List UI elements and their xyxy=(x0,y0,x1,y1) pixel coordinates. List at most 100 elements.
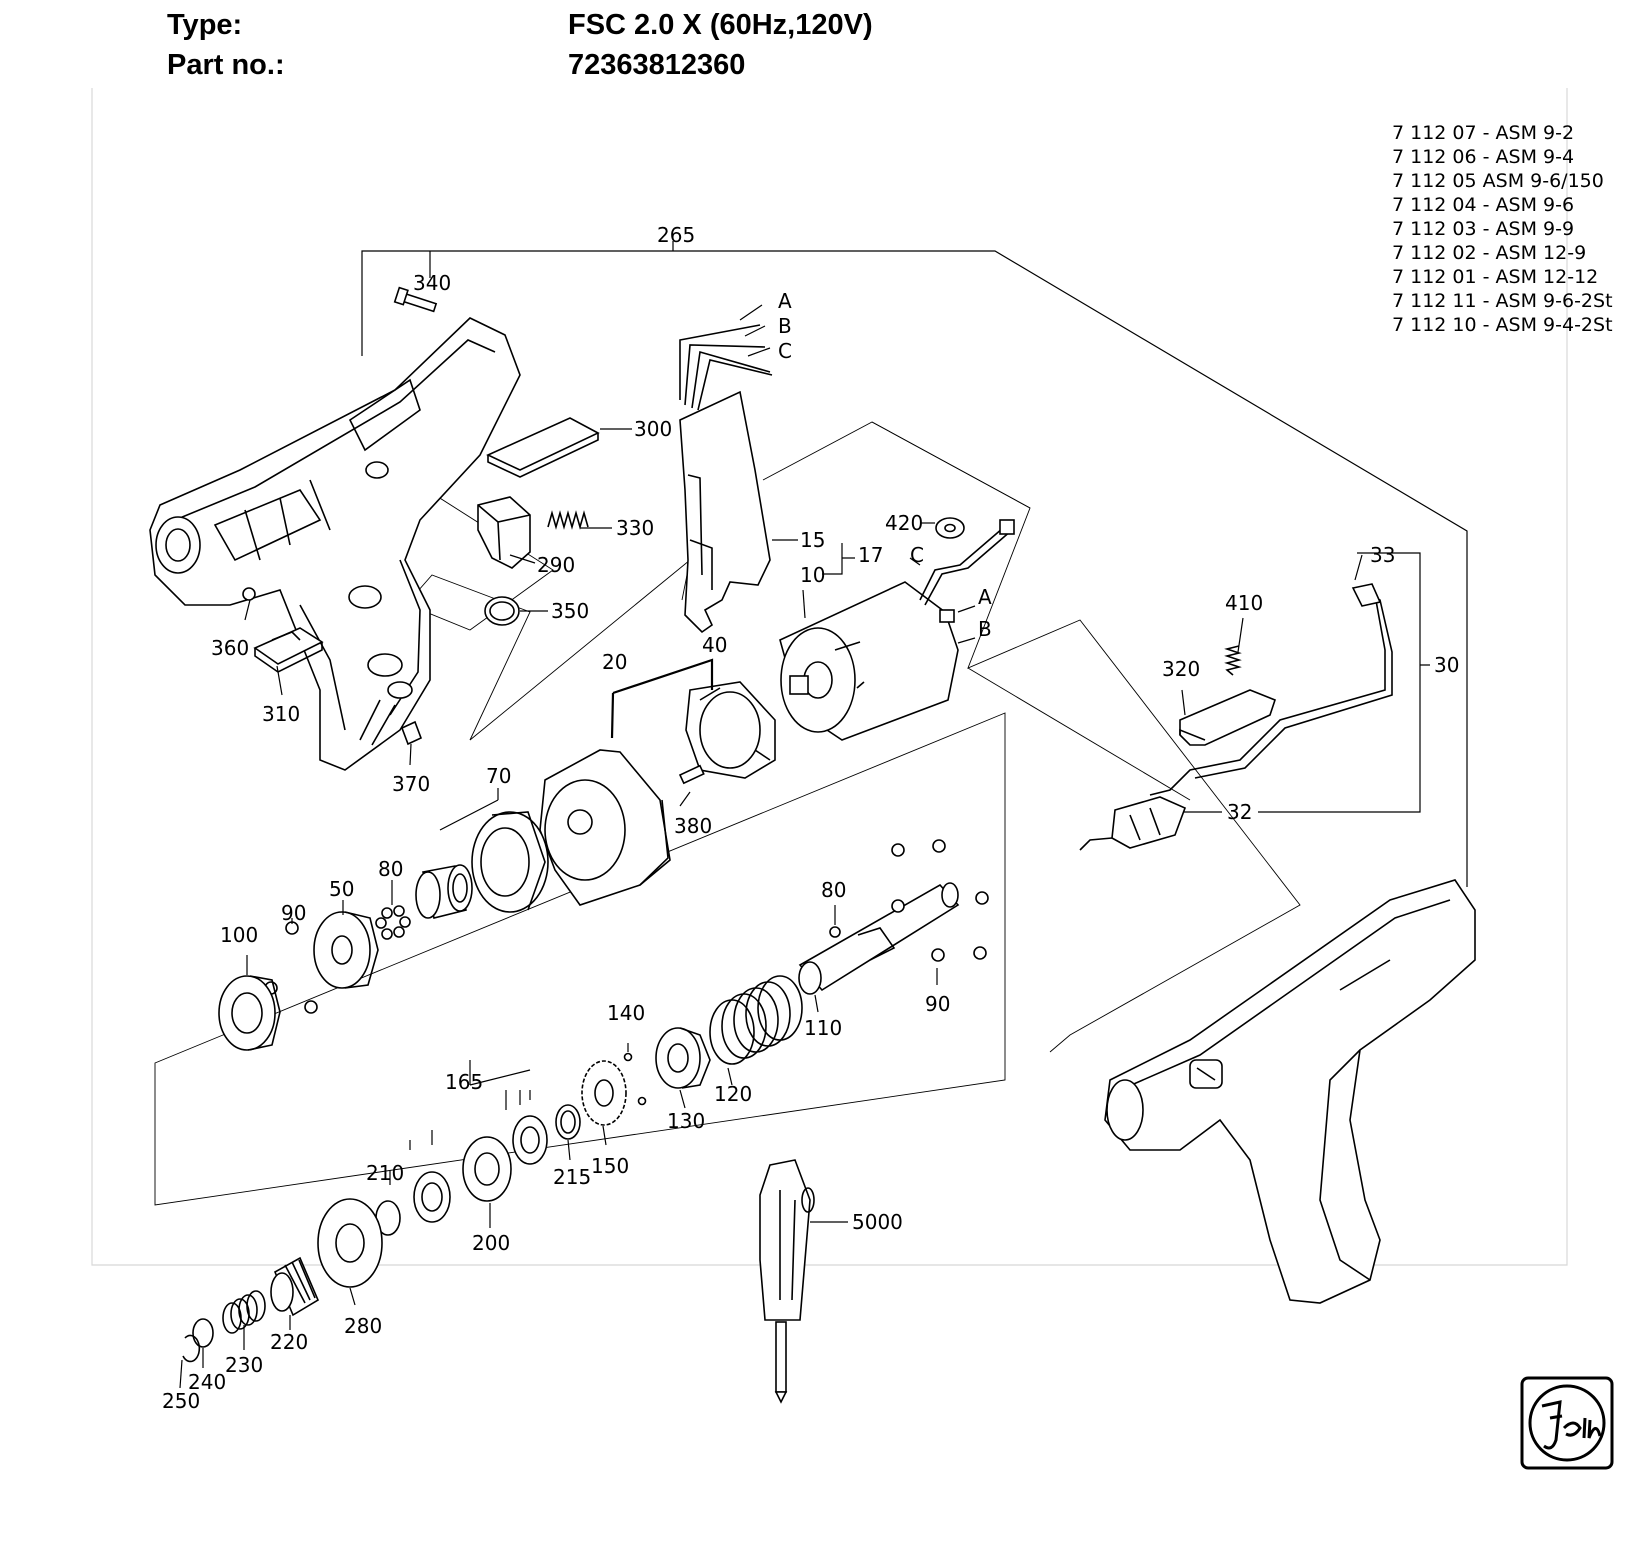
screwdriver-5000 xyxy=(759,1159,815,1404)
part-100 xyxy=(218,975,281,1051)
callout-leaders xyxy=(179,304,1430,1389)
callout-360: 360 xyxy=(211,636,249,660)
screw-380 xyxy=(678,764,705,785)
callout-340: 340 xyxy=(413,271,451,295)
callout-215: 215 xyxy=(553,1165,591,1189)
switch-290 xyxy=(477,496,531,569)
asm-list-item: 7 112 06 - ASM 9-4 xyxy=(1392,146,1574,168)
gear-housing-20 xyxy=(539,749,671,906)
callout-140: 140 xyxy=(607,1001,645,1025)
bracket-265 xyxy=(361,250,1468,887)
ring-240 xyxy=(192,1318,214,1348)
callout-330: 330 xyxy=(616,516,654,540)
callout-90: 90 xyxy=(281,901,306,925)
assembly-165 xyxy=(375,1115,548,1236)
callout-320: 320 xyxy=(1162,657,1200,681)
callout-B-motor: B xyxy=(978,617,992,641)
callout-120: 120 xyxy=(714,1082,752,1106)
planet-carrier-50 xyxy=(313,911,379,989)
callout-5000: 5000 xyxy=(852,1210,903,1234)
callout-380: 380 xyxy=(674,814,712,838)
housing-half-left xyxy=(149,317,521,771)
needle-bearing xyxy=(415,864,473,919)
callout-130: 130 xyxy=(667,1109,705,1133)
spindle-110 xyxy=(798,882,960,995)
callout-370: 370 xyxy=(392,772,430,796)
cam-130 xyxy=(655,1027,711,1089)
washer-420 xyxy=(935,517,1015,539)
motor-10 xyxy=(779,521,1013,741)
callout-280: 280 xyxy=(344,1314,382,1338)
ring-350 xyxy=(484,596,520,626)
callout-250: 250 xyxy=(162,1389,200,1413)
asm-list-item: 7 112 04 - ASM 9-6 xyxy=(1392,194,1574,216)
leader xyxy=(469,1069,531,1086)
callout-300: 300 xyxy=(634,417,672,441)
callout-C: C xyxy=(778,339,792,363)
callout-80-right: 80 xyxy=(821,878,846,902)
callout-17: 17 xyxy=(858,543,883,567)
callout-30: 30 xyxy=(1434,653,1459,677)
callout-240: 240 xyxy=(188,1370,226,1394)
washer-280 xyxy=(317,1198,383,1288)
callout-210: 210 xyxy=(366,1161,404,1185)
callout-A: A xyxy=(778,289,792,313)
switch-assembly-30 xyxy=(1079,583,1393,851)
callout-70: 70 xyxy=(486,764,511,788)
ball-140 xyxy=(623,1052,633,1062)
type-label: Type: xyxy=(167,9,243,41)
type-value: FSC 2.0 X (60Hz,120V) xyxy=(568,9,873,41)
callout-420: 420 xyxy=(885,511,923,535)
housing-half-right xyxy=(1104,879,1476,1304)
callout-310: 310 xyxy=(262,702,300,726)
asm-list-item: 7 112 10 - ASM 9-4-2St xyxy=(1392,314,1613,336)
screw-360 xyxy=(242,587,256,601)
callout-15: 15 xyxy=(800,528,825,552)
callout-40: 40 xyxy=(702,633,727,657)
plate-300 xyxy=(486,417,600,478)
callout-B: B xyxy=(778,314,792,338)
leader xyxy=(409,1060,531,1150)
callout-100: 100 xyxy=(220,923,258,947)
callout-A-motor: A xyxy=(978,585,992,609)
callout-290: 290 xyxy=(537,553,575,577)
callout-220: 220 xyxy=(270,1330,308,1354)
gear-150 xyxy=(581,1060,627,1126)
drawing-frame xyxy=(91,88,1568,1266)
sleeve-220 xyxy=(270,1256,320,1317)
asm-list-item: 7 112 05 ASM 9-6/150 xyxy=(1392,170,1604,192)
spring-120 xyxy=(709,975,803,1065)
part-number-value: 72363812360 xyxy=(568,49,746,81)
callout-200: 200 xyxy=(472,1231,510,1255)
circuit-board-15 xyxy=(679,324,773,634)
callout-110: 110 xyxy=(804,1016,842,1040)
asm-list-item: 7 112 07 - ASM 9-2 xyxy=(1392,122,1574,144)
asm-list-item: 7 112 03 - ASM 9-9 xyxy=(1392,218,1574,240)
spring-410 xyxy=(1224,645,1242,676)
callout-labels: 265 340 A B C 300 330 290 350 360 310 37… xyxy=(162,223,1459,1413)
asm-list-item: 7 112 02 - ASM 12-9 xyxy=(1392,242,1586,264)
callout-80: 80 xyxy=(378,857,403,881)
callout-265: 265 xyxy=(657,223,695,247)
assembly-list: 7 112 07 - ASM 9-2 7 112 06 - ASM 9-4 7 … xyxy=(1392,122,1613,336)
callout-10: 10 xyxy=(800,563,825,587)
callout-350: 350 xyxy=(551,599,589,623)
callout-410: 410 xyxy=(1225,591,1263,615)
ring-215 xyxy=(555,1104,581,1140)
spring-330 xyxy=(547,510,589,530)
pin-370 xyxy=(400,720,423,746)
callout-90-right: 90 xyxy=(925,992,950,1016)
callout-20: 20 xyxy=(602,650,627,674)
callout-32: 32 xyxy=(1227,800,1252,824)
ring-gear-70 xyxy=(471,811,549,913)
balls-90-right xyxy=(891,839,989,962)
asm-list-item: 7 112 11 - ASM 9-6-2St xyxy=(1392,290,1613,312)
screw-340 xyxy=(393,286,438,313)
ball-80 xyxy=(829,926,841,938)
part-number-label: Part no.: xyxy=(167,49,285,81)
balls-80 xyxy=(375,905,411,940)
callout-230: 230 xyxy=(225,1353,263,1377)
lever-320 xyxy=(1179,689,1276,746)
motor-carrier-40 xyxy=(685,681,776,779)
